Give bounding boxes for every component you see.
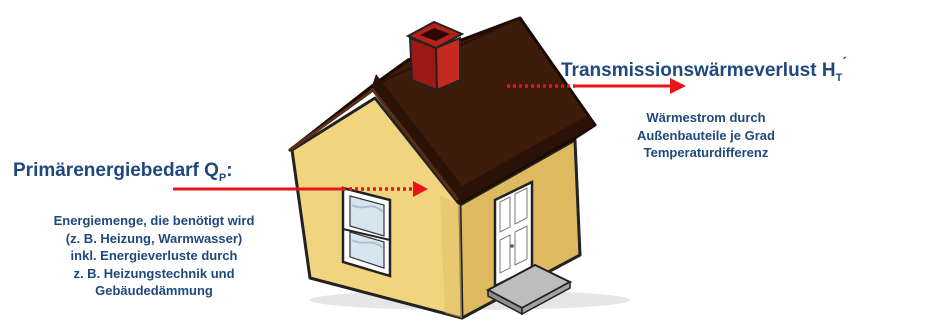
transmission-loss-description: Wärmestrom durch Außenbauteile je Grad T… <box>620 109 792 162</box>
transmission-loss-title-superscript: ´ <box>842 54 847 70</box>
primary-desc-line: z. B. Heizungstechnik und <box>20 265 288 283</box>
primary-desc-line: Energiemenge, die benötigt wird <box>20 212 288 230</box>
primary-desc-line: Gebäudedämmung <box>20 282 288 300</box>
primary-energy-title-subscript: P <box>219 172 226 184</box>
transmission-desc-line: Temperaturdifferenz <box>620 144 792 162</box>
house-window <box>343 188 390 276</box>
primary-desc-line: (z. B. Heizung, Warmwasser) <box>20 230 288 248</box>
primary-energy-title: Primärenergiebedarf QP: <box>13 160 233 182</box>
transmission-loss-title: Transmissionswärmeverlust HT´ <box>561 60 847 82</box>
primary-energy-title-suffix: : <box>226 160 232 181</box>
primary-desc-line: inkl. Energieverluste durch <box>20 247 288 265</box>
primary-energy-title-text: Primärenergiebedarf Q <box>13 160 219 181</box>
primary-energy-description: Energiemenge, die benötigt wird (z. B. H… <box>20 212 288 300</box>
transmission-loss-title-subscript: T <box>836 72 843 84</box>
transmission-desc-line: Wärmestrom durch <box>620 109 792 127</box>
transmission-desc-line: Außenbauteile je Grad <box>620 127 792 145</box>
transmission-loss-title-text: Transmissionswärmeverlust H <box>561 60 836 81</box>
